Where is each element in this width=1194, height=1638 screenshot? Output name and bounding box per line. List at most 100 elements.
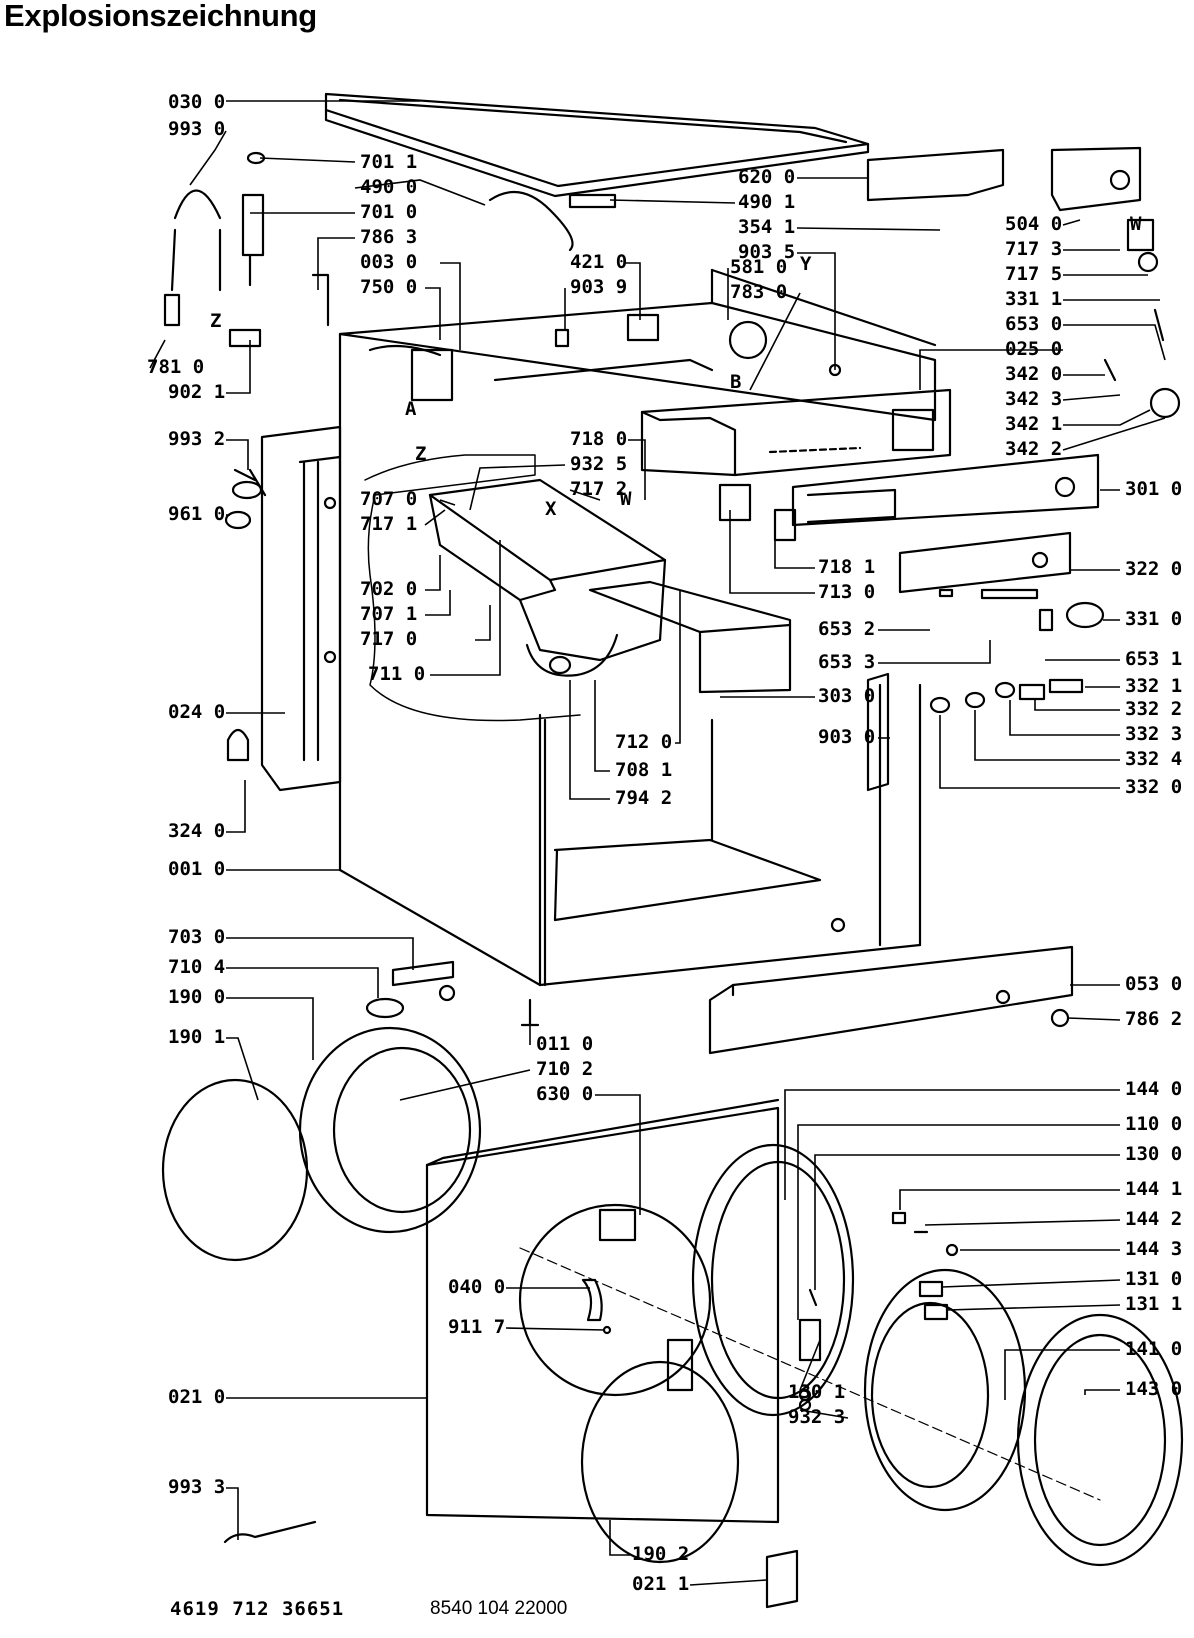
detail-marker: W: [620, 488, 632, 510]
part-callout: 786 3: [360, 226, 417, 248]
dashed-group-outline: [364, 454, 581, 722]
part-callout: 021 1: [632, 1573, 689, 1595]
part-callout: 024 0: [168, 701, 225, 723]
part-callout: 332 2: [1125, 698, 1182, 720]
part-callout: 332 4: [1125, 748, 1182, 770]
part-callout: 781 0: [147, 356, 204, 378]
part-callout: 911 7: [448, 1316, 505, 1338]
detail-marker: Z: [415, 443, 426, 465]
leader-line: [226, 997, 314, 1060]
door-inner-ring: [1016, 1313, 1184, 1567]
drum-front: [298, 1026, 482, 1234]
part-callout: 342 3: [1005, 388, 1062, 410]
part-callout: 993 0: [168, 118, 225, 140]
top-lid: [324, 92, 870, 198]
part-callout: 713 0: [818, 581, 875, 603]
leader-line: [797, 1124, 1120, 1320]
part-callout: 332 1: [1125, 675, 1182, 697]
part-callout: 053 0: [1125, 973, 1182, 995]
part-callout: 707 0: [360, 488, 417, 510]
control-fascia: [791, 453, 1100, 527]
electronic-board: [866, 148, 1005, 202]
leader-line: [774, 530, 815, 569]
leader-line: [569, 489, 601, 501]
leader-line: [675, 590, 681, 744]
part-callout: 322 0: [1125, 558, 1182, 580]
part-callout: 144 1: [1125, 1178, 1182, 1200]
detergent-drawer: [588, 580, 792, 694]
part-callout: 717 2: [570, 478, 627, 500]
part-callout: 331 1: [1005, 288, 1062, 310]
leader-line: [1062, 394, 1121, 401]
leader-line: [424, 509, 446, 526]
leader-line: [878, 640, 991, 664]
part-callout: 030 0: [168, 91, 225, 113]
control-panel-frame: [640, 388, 952, 477]
part-callout: 332 0: [1125, 776, 1182, 798]
part-callout: 702 0: [360, 578, 417, 600]
leader-line: [941, 1279, 1121, 1288]
part-callout: 794 2: [615, 787, 672, 809]
leader-line: [430, 540, 501, 676]
part-callout: 717 0: [360, 628, 417, 650]
leader-line: [974, 710, 1120, 761]
part-callout: 903 0: [818, 726, 875, 748]
part-callout: 710 2: [536, 1058, 593, 1080]
part-callout: 003 0: [360, 251, 417, 273]
leader-line: [440, 262, 461, 350]
part-callout: 620 0: [738, 166, 795, 188]
leader-line: [749, 292, 801, 391]
part-callout: 902 1: [168, 381, 225, 403]
leader-line: [475, 605, 491, 641]
leader-line: [924, 1219, 1121, 1226]
leader-line: [784, 1089, 1120, 1200]
leader-line: [609, 1520, 630, 1556]
part-callout: 130 1: [788, 1381, 845, 1403]
part-callout: 421 0: [570, 251, 627, 273]
part-callout: 653 0: [1005, 313, 1062, 335]
footer-left-code: 4619 712 36651: [170, 1598, 345, 1620]
part-callout: 001 0: [168, 858, 225, 880]
part-callout: 144 2: [1125, 1208, 1182, 1230]
part-callout: 718 0: [570, 428, 627, 450]
leader-line: [439, 499, 456, 506]
leader-line: [1034, 700, 1120, 711]
leader-line: [259, 157, 356, 163]
control-unit: [1050, 146, 1142, 212]
part-callout: 701 0: [360, 201, 417, 223]
part-callout: 021 0: [168, 1386, 225, 1408]
leader-line: [946, 1304, 1121, 1311]
leader-line: [425, 287, 441, 340]
part-callout: 717 1: [360, 513, 417, 535]
part-callout: 993 3: [168, 1476, 225, 1498]
part-callout: 712 0: [615, 731, 672, 753]
bellows-seal: [161, 1078, 309, 1262]
part-callout: 303 0: [818, 685, 875, 707]
detail-marker: Z: [210, 310, 221, 332]
leader-line: [226, 967, 379, 998]
part-callout: 653 1: [1125, 648, 1182, 670]
leader-line: [919, 349, 1063, 390]
leader-line: [625, 262, 641, 320]
part-callout: 711 0: [368, 663, 425, 685]
part-callout: 331 0: [1125, 608, 1182, 630]
leader-line: [226, 1037, 259, 1101]
part-callout: 144 0: [1125, 1078, 1182, 1100]
leader-line: [1062, 219, 1081, 226]
part-callout: 301 0: [1125, 478, 1182, 500]
part-callout: 190 2: [632, 1543, 689, 1565]
leader-line: [729, 510, 815, 594]
part-callout: 707 1: [360, 603, 417, 625]
part-callout: 903 5: [738, 241, 795, 263]
leader-line: [226, 937, 414, 970]
door-seal: [580, 1360, 740, 1564]
leader-line: [1067, 1017, 1121, 1021]
leader-line: [317, 237, 355, 290]
door-glass-inner: [870, 1301, 990, 1489]
part-callout: 581 0: [730, 256, 787, 278]
leader-line: [569, 680, 610, 800]
program-panel: [898, 531, 1072, 594]
part-callout: 011 0: [536, 1033, 593, 1055]
part-callout: 701 1: [360, 151, 417, 173]
